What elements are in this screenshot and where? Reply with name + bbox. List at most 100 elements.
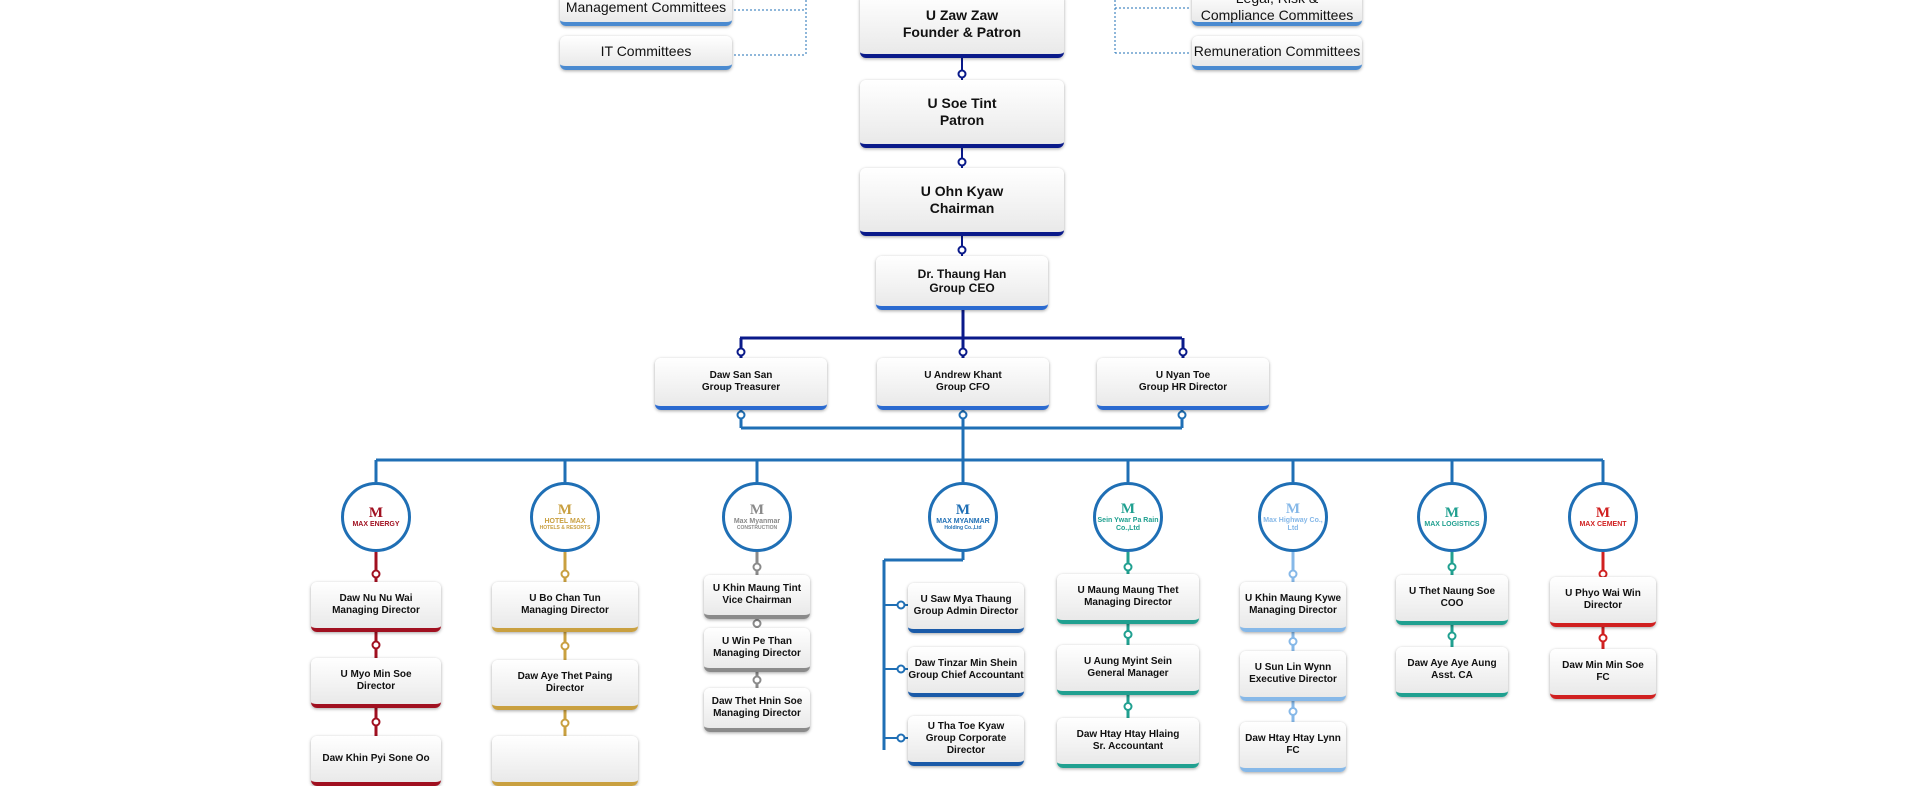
box-title: Group Admin Director	[913, 606, 1019, 617]
connector-node	[1598, 633, 1608, 643]
company-logo-text: Max Highway Co., Ltd	[1263, 516, 1323, 532]
box-name: U Nyan Toe	[1155, 370, 1211, 381]
connector-node	[1288, 569, 1298, 579]
logo-mark: M	[1444, 504, 1460, 521]
box-name: U Khin Maung Kywe	[1244, 593, 1342, 604]
connector-node	[371, 717, 381, 727]
company-logo-text: MAX MYANMAR	[936, 517, 990, 525]
box-title: Group Chief Accountant	[908, 670, 1024, 681]
box-name: U Sun Lin Wynn	[1254, 662, 1332, 673]
committee-box: Legal, Risk &Compliance Committees	[1192, 0, 1362, 26]
company-logo-text: MAX ENERGY	[352, 520, 400, 528]
box-title: FC	[1596, 672, 1610, 683]
box-title: Director	[545, 683, 585, 694]
staff-box	[492, 736, 638, 786]
connector-node	[1447, 631, 1457, 641]
box-name: U Phyo Wai Win	[1565, 588, 1641, 599]
connector-node	[958, 347, 968, 357]
box-title: COO	[1440, 598, 1464, 609]
committee-box: Management Committees	[560, 0, 732, 26]
box-title: Founder & Patron	[902, 24, 1022, 40]
company-logo-subtext: Holding Co.,Ltd	[944, 524, 982, 531]
company-logo-text: Sein Ywar Pa Rain Co.,Ltd	[1097, 516, 1159, 532]
box-title: Group Treasurer	[701, 382, 781, 393]
box-name: U Aung Myint Sein	[1084, 656, 1172, 667]
connector-node	[1447, 562, 1457, 572]
box-title: Group CEO	[929, 281, 995, 295]
box-title: Managing Director	[1084, 597, 1172, 608]
connector-node	[736, 410, 746, 420]
box-title: Patron	[939, 112, 985, 128]
box-title: Group HR Director	[1138, 382, 1228, 393]
connector-node	[752, 675, 762, 685]
connector-node	[1123, 630, 1133, 639]
box-title: Director	[1583, 600, 1623, 611]
logo-mark: M	[955, 501, 971, 518]
connector-node	[896, 600, 906, 610]
box-title: Managing Director	[521, 605, 609, 616]
box-title: FC	[1286, 745, 1300, 756]
box-title: Managing Director	[1249, 605, 1337, 616]
connector-node	[958, 410, 968, 420]
box-title: Managing Director	[713, 708, 801, 719]
box-name: Legal, Risk &	[1236, 0, 1318, 7]
box-name: U Ohn Kyaw	[920, 183, 1004, 200]
connector-node	[371, 640, 381, 650]
box-name: U Saw Mya Thaung	[920, 594, 1012, 605]
company-logo-text: MAX CEMENT	[1579, 520, 1627, 528]
box-name: Daw Aye Aye Aung	[1407, 658, 1497, 669]
box-name: U Andrew Khant	[924, 370, 1002, 381]
box-name: Daw Khin Pyi Sone Oo	[322, 753, 430, 764]
box-name: Management Committees	[565, 0, 727, 15]
box-name: U Bo Chan Tun	[529, 593, 601, 604]
company-logo-text: Max Myanmar	[733, 517, 781, 525]
box-name: Daw Htay Htay Lynn	[1245, 733, 1341, 744]
committee-box: Remuneration Committees	[1192, 36, 1362, 70]
box-name: U Soe Tint	[927, 95, 997, 112]
connector-node	[1177, 410, 1187, 420]
connector-node	[371, 569, 381, 579]
logo-mark: M	[1120, 500, 1136, 517]
company-logo-subtext: CONSTRUCTION	[736, 524, 778, 531]
box-title: Sr. Accountant	[1092, 741, 1164, 752]
connector-node	[896, 664, 906, 674]
box-name: Daw Min Min Soe	[1562, 660, 1644, 671]
box-name: Daw San San	[709, 370, 773, 381]
logo-mark: M	[557, 501, 573, 518]
box-name: U Win Pe Than	[722, 636, 792, 647]
box-name: U Zaw Zaw	[925, 7, 999, 24]
box-title: Compliance Committees	[1200, 7, 1354, 23]
staff-box: Daw Khin Pyi Sone Oo	[311, 736, 441, 786]
company-logo-subtext: HOTELS & RESORTS	[539, 524, 591, 531]
connector-node	[1178, 347, 1188, 357]
box-name: U Khin Maung Tint	[712, 583, 802, 594]
box-name: Daw Aye Thet Paing	[517, 671, 613, 682]
company-logo-text: HOTEL MAX	[544, 517, 586, 525]
